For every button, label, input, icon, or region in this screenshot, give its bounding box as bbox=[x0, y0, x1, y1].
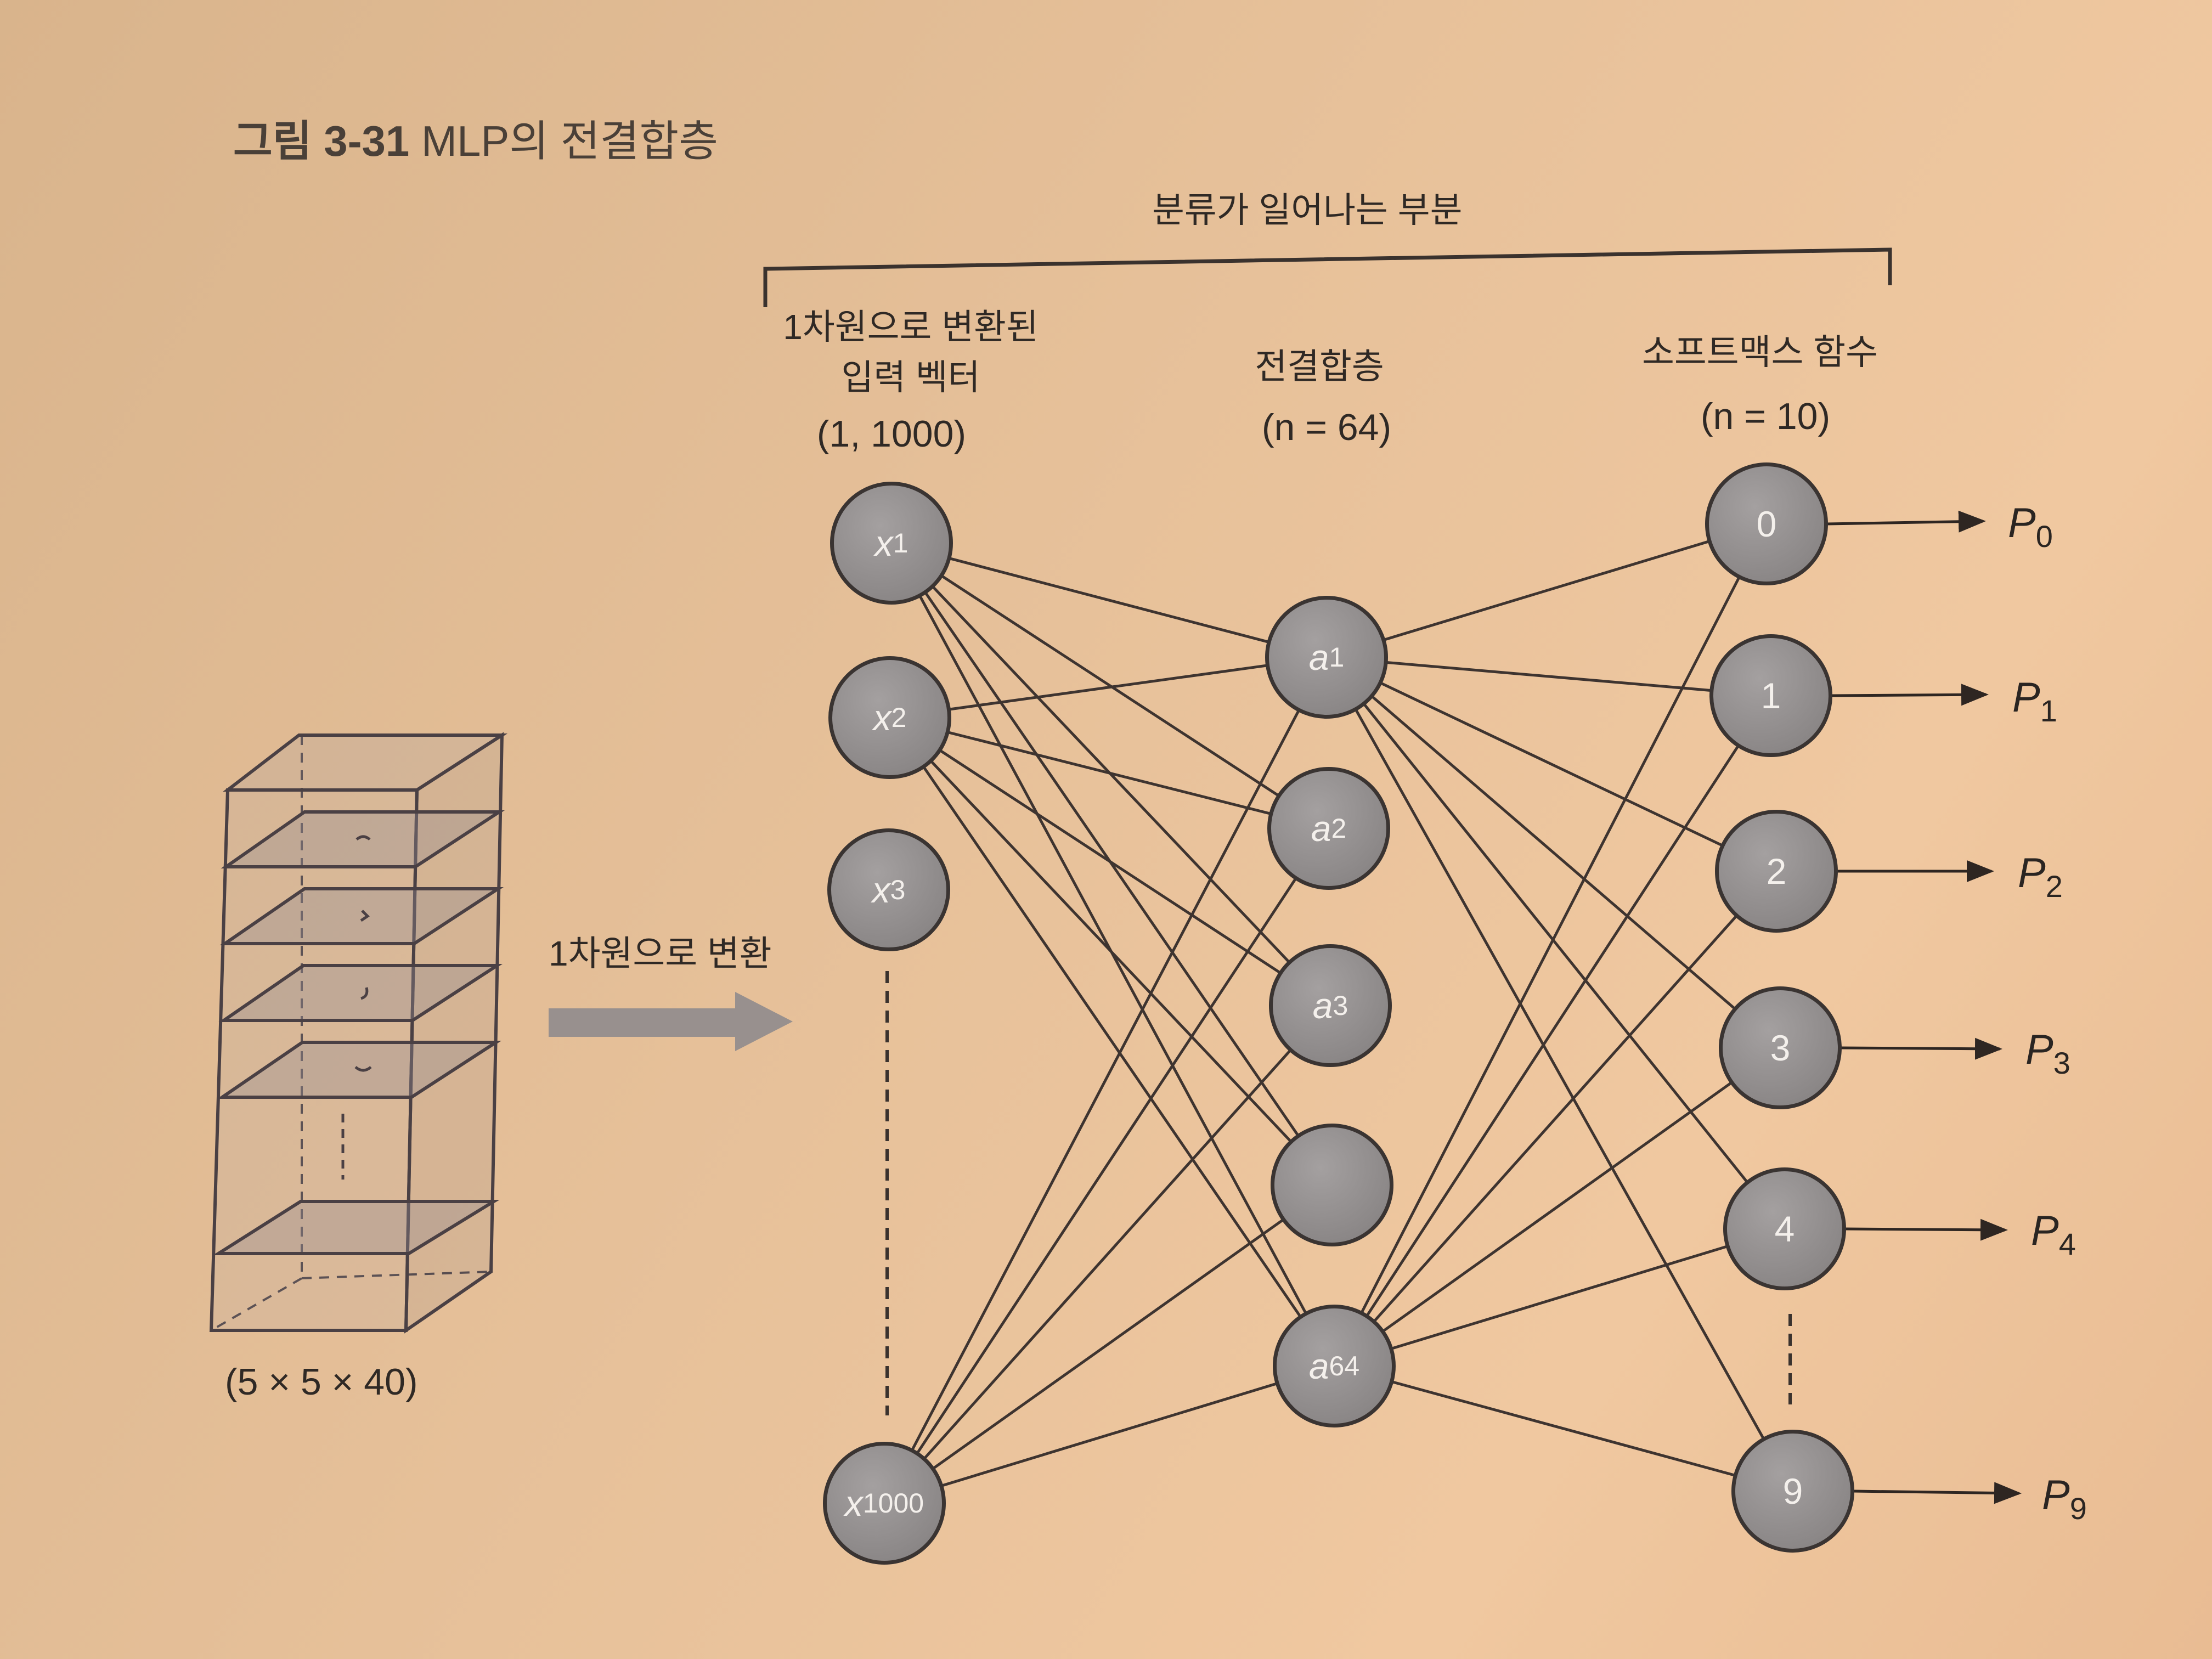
node-sub: 1 bbox=[893, 528, 909, 558]
prob-sub: 3 bbox=[2053, 1046, 2070, 1080]
tensor-shape-label: (5 × 5 × 40) bbox=[225, 1361, 418, 1403]
prob-sub: 0 bbox=[2035, 519, 2053, 554]
hidden-layer-title: 전결합층 bbox=[1255, 347, 1384, 386]
prob-var: P bbox=[2012, 674, 2040, 721]
flatten-label: 1차원으로 변환 bbox=[549, 934, 772, 973]
prob-var: P bbox=[2018, 850, 2046, 896]
node-sub: 2 bbox=[1331, 813, 1347, 844]
output-node: 2 bbox=[1715, 810, 1838, 933]
input-vector-shape: (1, 1000) bbox=[816, 413, 967, 455]
node-sub: 64 bbox=[1329, 1351, 1360, 1381]
input-column-label-line1: 1차원으로 변환된 bbox=[783, 307, 1039, 347]
classification-region-label: 분류가 일어나는 부분 bbox=[1152, 190, 1463, 230]
node-sub: 2 bbox=[891, 702, 907, 733]
probability-label: P3 bbox=[2025, 1026, 2070, 1081]
node-var: x bbox=[844, 1483, 863, 1523]
figure-title: 그림 3-31 MLP의 전결합층 bbox=[233, 107, 718, 168]
prob-var: P bbox=[2025, 1026, 2053, 1073]
prob-sub: 2 bbox=[2045, 869, 2063, 904]
probability-label: P0 bbox=[2008, 499, 2053, 554]
node-sub: 1000 bbox=[862, 1488, 924, 1519]
node-var: a bbox=[1308, 637, 1329, 678]
probability-label: P2 bbox=[2018, 849, 2063, 904]
probability-label: P4 bbox=[2031, 1207, 2076, 1262]
figure-number: 그림 3-31 bbox=[233, 117, 410, 165]
node-var: x bbox=[873, 697, 891, 738]
prob-sub: 4 bbox=[2058, 1227, 2076, 1261]
input-column-label-line2: 입력 벡터 bbox=[841, 358, 980, 397]
node-sub: 3 bbox=[890, 874, 906, 905]
hidden-layer-count: (n = 64) bbox=[1261, 407, 1392, 448]
node-var: x bbox=[874, 523, 893, 563]
classification-bracket bbox=[763, 247, 1892, 307]
hidden-output-connections bbox=[1325, 522, 1795, 1493]
output-node: 0 bbox=[1705, 462, 1828, 585]
probability-arrows bbox=[1826, 510, 2022, 1504]
node-sub: 1 bbox=[1329, 642, 1345, 673]
probability-label: P9 bbox=[2042, 1471, 2087, 1526]
softmax-title: 소프트맥스 함수 bbox=[1642, 332, 1878, 372]
flatten-arrow bbox=[549, 992, 793, 1051]
input-hidden-connections bbox=[883, 541, 1336, 1505]
prob-var: P bbox=[2008, 500, 2036, 546]
output-node: 4 bbox=[1723, 1167, 1846, 1290]
node-var: a bbox=[1312, 985, 1333, 1026]
feature-map-tensor bbox=[209, 732, 508, 1334]
node-var: x bbox=[872, 870, 890, 910]
node-var: a bbox=[1308, 1346, 1329, 1386]
node-sub: 3 bbox=[1333, 990, 1348, 1021]
output-node: 9 bbox=[1731, 1430, 1854, 1553]
prob-var: P bbox=[2031, 1207, 2059, 1254]
prob-var: P bbox=[2042, 1472, 2070, 1519]
hidden-node bbox=[1271, 1124, 1393, 1246]
node-var: a bbox=[1311, 808, 1331, 849]
output-node: 1 bbox=[1709, 634, 1832, 757]
probability-label: P1 bbox=[2012, 674, 2057, 729]
prob-sub: 9 bbox=[2069, 1491, 2087, 1526]
softmax-count: (n = 10) bbox=[1700, 396, 1831, 437]
prob-sub: 1 bbox=[2040, 693, 2057, 728]
figure-caption: MLP의 전결합층 bbox=[421, 117, 718, 165]
output-node: 3 bbox=[1719, 986, 1842, 1109]
